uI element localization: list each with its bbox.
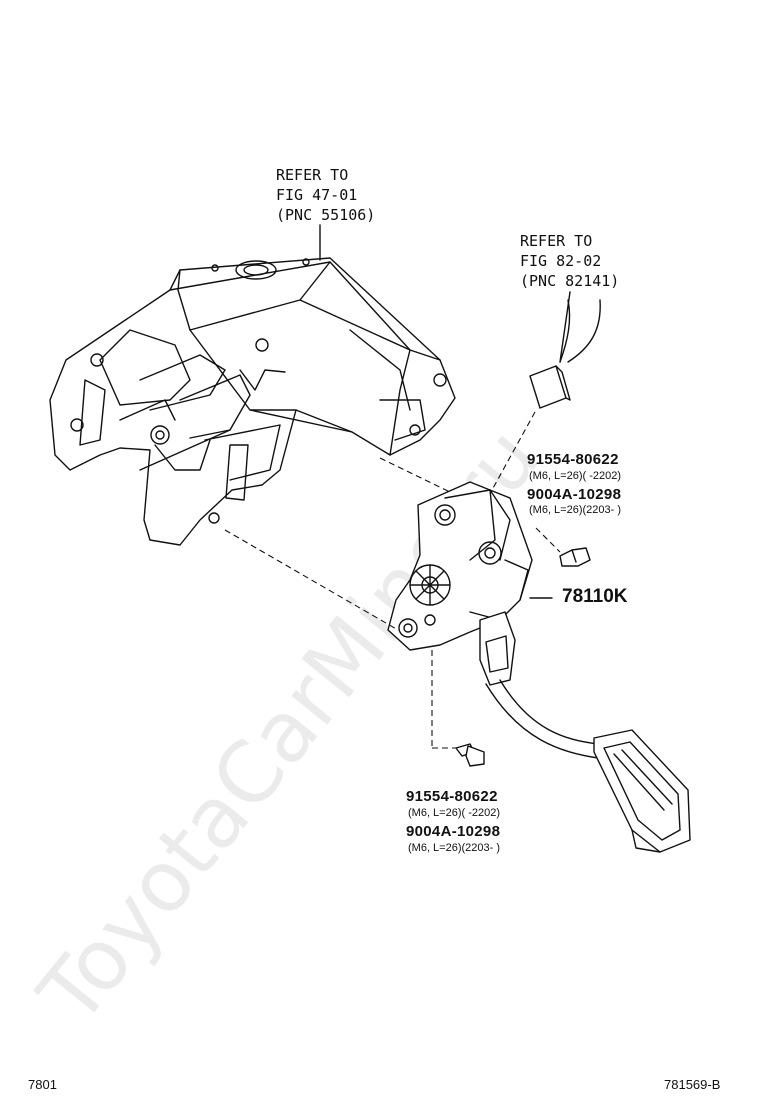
- footer-figure-number: 7801: [28, 1077, 57, 1092]
- ref1-line2: FIG 47-01: [276, 186, 358, 204]
- leader-lines: [224, 224, 571, 749]
- upper-part-spec-2: (M6, L=26)(2203- ): [529, 504, 622, 516]
- ref2-line3: (PNC 82141): [520, 272, 620, 290]
- footer-illustration-id: 781569-B: [664, 1077, 721, 1092]
- upper-part-number-1: 91554-80622: [527, 451, 619, 468]
- ref2-line2: FIG 82-02: [520, 252, 602, 270]
- ref1-line3: (PNC 55106): [276, 206, 376, 224]
- upper-part-number-2: 9004A-10298: [527, 486, 622, 503]
- ref1-line1: REFER TO: [276, 166, 349, 184]
- lower-part-spec-1: (M6, L=26)( -2202): [408, 807, 501, 819]
- wire-harness: [529, 299, 601, 409]
- ref2-line1: REFER TO: [520, 232, 593, 250]
- pedal-bracket: [49, 257, 456, 546]
- lower-bolt-icon: [455, 743, 485, 767]
- main-part-number: 78110K: [562, 586, 628, 607]
- upper-bolt-icon: [559, 547, 591, 567]
- lower-part-number-1: 91554-80622: [406, 788, 498, 805]
- upper-part-spec-1: (M6, L=26)( -2202): [529, 470, 622, 482]
- lower-part-spec-2: (M6, L=26)(2203- ): [408, 842, 501, 854]
- lower-part-number-2: 9004A-10298: [406, 823, 501, 840]
- accelerator-pedal-assembly: [387, 481, 691, 853]
